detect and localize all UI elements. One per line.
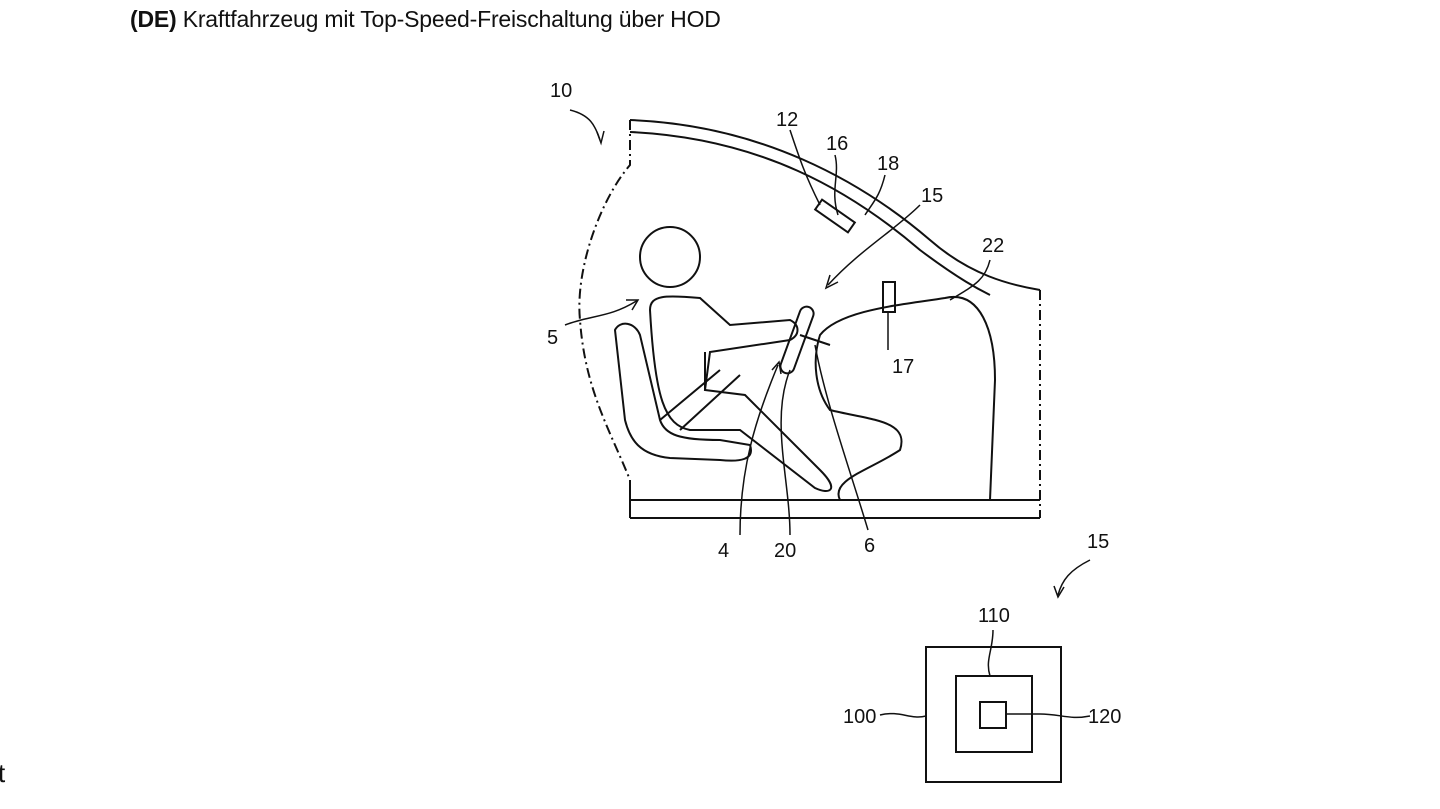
- camera-12: [813, 198, 857, 234]
- ref-20: 20: [774, 540, 796, 562]
- patent-title: (DE) Kraftfahrzeug mit Top-Speed-Freisch…: [130, 6, 721, 33]
- ref-17: 17: [892, 356, 914, 378]
- ref-18: 18: [877, 153, 899, 175]
- cropped-text: t: [0, 758, 6, 788]
- ref-6: 6: [864, 535, 875, 557]
- ref-15: 15: [921, 185, 943, 207]
- vehicle-outline: [578, 119, 1041, 519]
- ref-22: 22: [982, 235, 1004, 257]
- leader-lines: [564, 109, 1091, 719]
- reference-numerals: 10 12 16 18 15 22 5 17 4 20 6 15 110 100…: [547, 80, 1121, 728]
- unit-110: [955, 675, 1033, 753]
- ref-5: 5: [547, 327, 558, 349]
- ref-110: 110: [978, 605, 1010, 627]
- component-17: [882, 281, 896, 313]
- dashboard: [814, 295, 997, 501]
- ref-100: 100: [843, 706, 876, 728]
- ref-10: 10: [550, 80, 572, 102]
- ref-16: 16: [826, 133, 848, 155]
- ref-4: 4: [718, 540, 729, 562]
- ref-120: 120: [1088, 706, 1121, 728]
- unit-120: [979, 701, 1007, 729]
- ref-12: 12: [776, 109, 798, 131]
- title-text: Kraftfahrzeug mit Top-Speed-Freischaltun…: [182, 6, 721, 32]
- driver-figure: [613, 226, 833, 492]
- unit-100: [925, 646, 1062, 783]
- country-code: (DE): [130, 6, 177, 32]
- ref-15-detail: 15: [1087, 531, 1109, 553]
